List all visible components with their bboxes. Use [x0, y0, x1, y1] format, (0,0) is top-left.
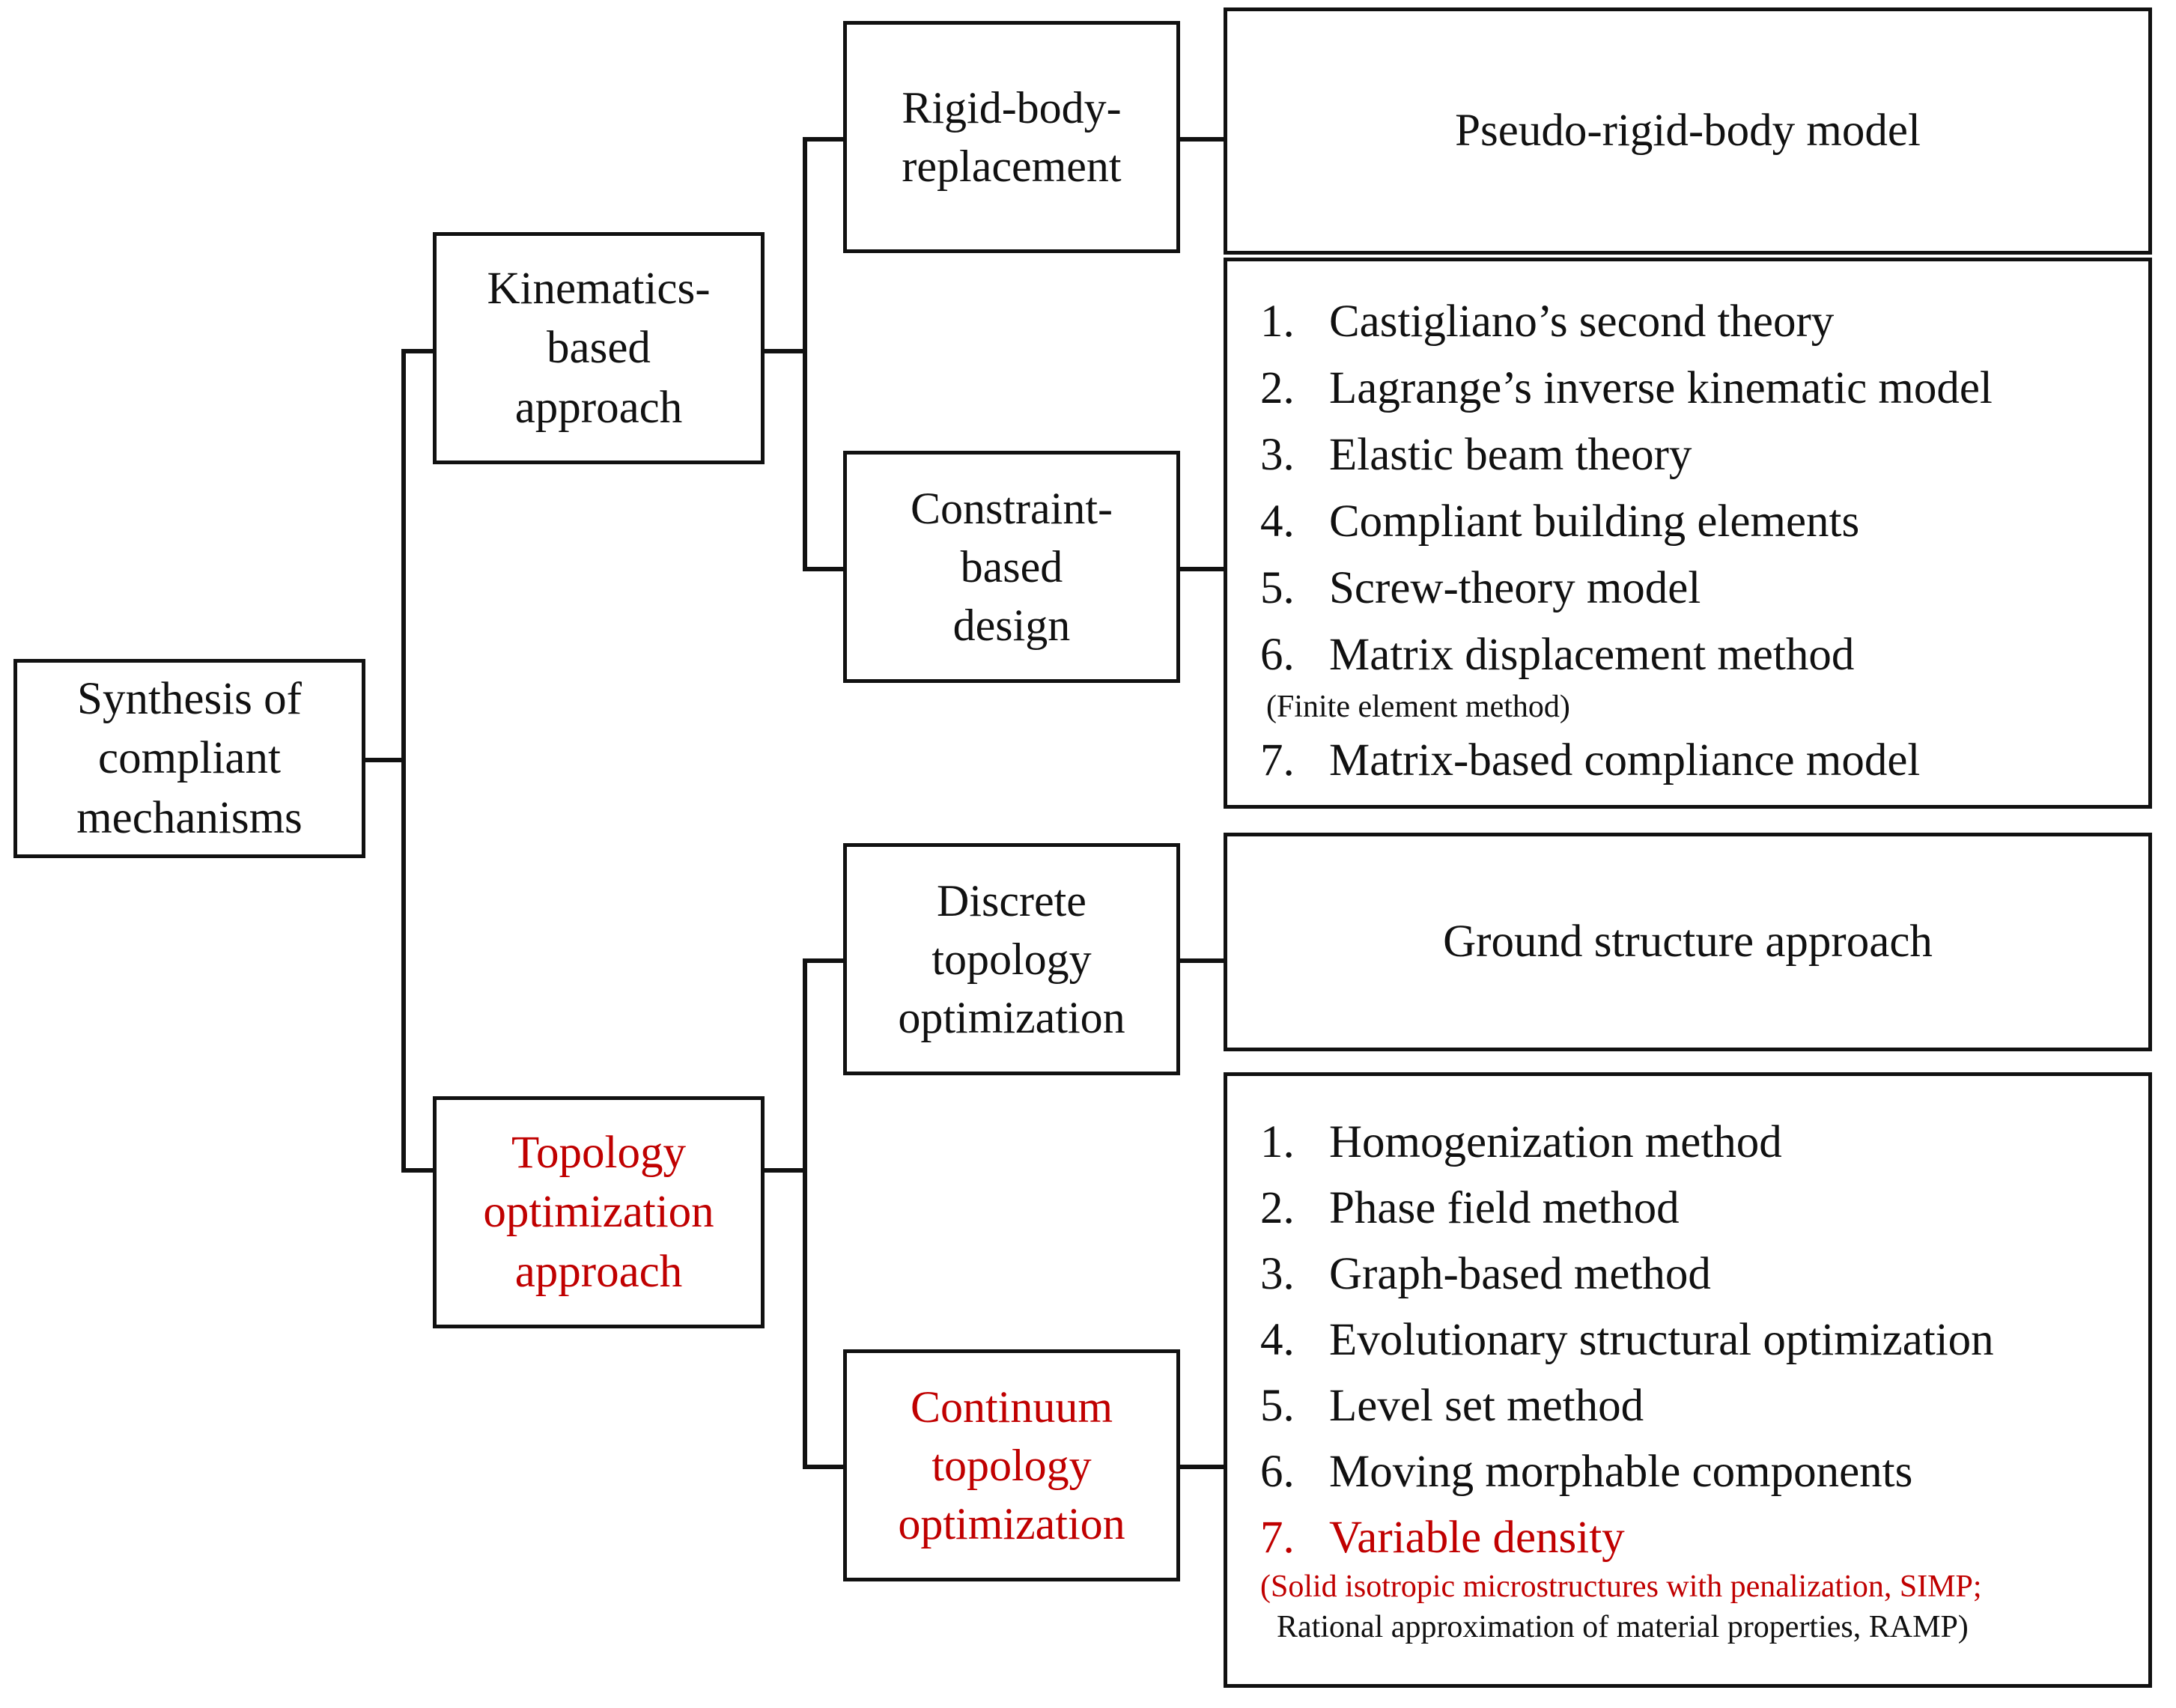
- node-ground-structure-label: Ground structure approach: [1443, 917, 1933, 967]
- list-item-number: 6.: [1260, 630, 1295, 680]
- list-item-text: Elastic beam theory: [1329, 430, 1692, 480]
- connector-kinematics-stub: [765, 349, 807, 353]
- connector-root-stub: [363, 758, 406, 762]
- list-item-number: 6.: [1260, 1447, 1295, 1497]
- node-rigid-body-replacement[interactable]: Rigid-body- replacement: [843, 21, 1180, 253]
- connector-rigid-to-pseudo: [1177, 137, 1225, 142]
- list-item-number: 4.: [1260, 1315, 1295, 1365]
- list-item-text: Phase field method: [1329, 1183, 1680, 1233]
- connector-spine-topology: [803, 958, 807, 1469]
- node-pseudo-rigid-body-model[interactable]: Pseudo-rigid-body model: [1224, 7, 2152, 255]
- connector-discrete-to-ground: [1177, 958, 1225, 963]
- list-item-number: 1.: [1260, 297, 1295, 347]
- list-continuum-topology-methods[interactable]: 1. Homogenization method 2. Phase field …: [1224, 1072, 2152, 1688]
- connector-kinematics-to-constraint: [803, 567, 845, 571]
- list-item: 1. Homogenization method: [1260, 1119, 2148, 1165]
- list-item: 6. Moving morphable components: [1260, 1449, 2148, 1495]
- list-item-text: Matrix-based compliance model: [1329, 735, 1921, 785]
- node-kinematics-based-approach[interactable]: Kinematics- based approach: [433, 232, 765, 464]
- list-item-text: Matrix displacement method: [1329, 630, 1855, 680]
- list-item-number: 2.: [1260, 363, 1295, 413]
- node-root-label: Synthesis of compliant mechanisms: [76, 674, 303, 843]
- node-continuum-topology-label: Continuum topology optimization: [898, 1382, 1125, 1549]
- connector-spine-level1: [401, 349, 406, 1173]
- list-item-text: Evolutionary structural optimization: [1329, 1315, 1994, 1365]
- node-pseudo-rigid-body-label: Pseudo-rigid-body model: [1455, 106, 1921, 156]
- list-item: 5. Level set method: [1260, 1383, 2148, 1429]
- list-item-number: 2.: [1260, 1183, 1295, 1233]
- list-item-number: 3.: [1260, 1249, 1295, 1299]
- list-item-number: 1.: [1260, 1117, 1295, 1167]
- list-note-simp: (Solid isotropic microstructures with pe…: [1260, 1569, 1982, 1604]
- node-ground-structure-approach[interactable]: Ground structure approach: [1224, 833, 2152, 1051]
- list-note-finite-element: (Finite element method): [1266, 690, 1570, 724]
- list-item: 3. Graph-based method: [1260, 1251, 2148, 1297]
- list-item-number: 3.: [1260, 430, 1295, 480]
- list-item-number: 7.: [1260, 1513, 1295, 1563]
- node-constraint-based-design-label: Constraint- based design: [911, 484, 1113, 650]
- list-item: 4. Compliant building elements: [1260, 499, 2148, 544]
- list-item: 2. Lagrange’s inverse kinematic model: [1260, 365, 2148, 411]
- list-item: 5. Screw-theory model: [1260, 565, 2148, 611]
- list-constraint-based-methods[interactable]: 1. Castigliano’s second theory 2. Lagran…: [1224, 258, 2152, 809]
- connector-spine-to-kinematics: [401, 349, 437, 353]
- connector-topology-to-discrete: [803, 958, 845, 963]
- list-item-number: 5.: [1260, 563, 1295, 613]
- list-item-text: Level set method: [1329, 1381, 1644, 1431]
- list-item-number: 7.: [1260, 735, 1295, 785]
- connector-kinematics-to-rigid: [803, 137, 845, 142]
- node-kinematics-label: Kinematics- based approach: [487, 264, 711, 433]
- node-root-synthesis[interactable]: Synthesis of compliant mechanisms: [13, 659, 365, 858]
- list-item-text: Compliant building elements: [1329, 496, 1860, 547]
- node-discrete-topology-label: Discrete topology optimization: [898, 876, 1125, 1042]
- node-topology-optimization-approach[interactable]: Topology optimization approach: [433, 1096, 765, 1328]
- connector-constraint-to-list: [1177, 567, 1225, 571]
- node-discrete-topology-optimization[interactable]: Discrete topology optimization: [843, 843, 1180, 1075]
- node-continuum-topology-optimization[interactable]: Continuum topology optimization: [843, 1349, 1180, 1581]
- list-item-number: 4.: [1260, 496, 1295, 547]
- list-item-text: Graph-based method: [1329, 1249, 1711, 1299]
- list-item-variable-density: 7. Variable density: [1260, 1515, 2148, 1560]
- list-item-text: Lagrange’s inverse kinematic model: [1329, 363, 1993, 413]
- list-item: 6. Matrix displacement method: [1260, 632, 2148, 678]
- node-constraint-based-design[interactable]: Constraint- based design: [843, 451, 1180, 683]
- list-item-text: Variable density: [1329, 1513, 1625, 1563]
- connector-spine-to-topology: [401, 1168, 437, 1173]
- node-topology-label: Topology optimization approach: [483, 1128, 714, 1297]
- list-item: 2. Phase field method: [1260, 1185, 2148, 1231]
- list-item: 7. Matrix-based compliance model: [1260, 738, 2148, 783]
- node-rigid-body-replacement-label: Rigid-body- replacement: [902, 83, 1122, 191]
- connector-continuum-to-list: [1177, 1465, 1225, 1469]
- list-note-ramp: Rational approximation of material prope…: [1277, 1610, 1969, 1644]
- connector-spine-kinematics: [803, 137, 807, 571]
- list-item: 4. Evolutionary structural optimization: [1260, 1317, 2148, 1363]
- connector-topology-to-continuum: [803, 1465, 845, 1469]
- list-item-text: Homogenization method: [1329, 1117, 1782, 1167]
- list-item-text: Moving morphable components: [1329, 1447, 1913, 1497]
- list-item: 3. Elastic beam theory: [1260, 432, 2148, 478]
- list-item-text: Screw-theory model: [1329, 563, 1701, 613]
- connector-topology-stub: [765, 1168, 807, 1173]
- list-item-number: 5.: [1260, 1381, 1295, 1431]
- list-item: 1. Castigliano’s second theory: [1260, 299, 2148, 344]
- list-item-text: Castigliano’s second theory: [1329, 297, 1835, 347]
